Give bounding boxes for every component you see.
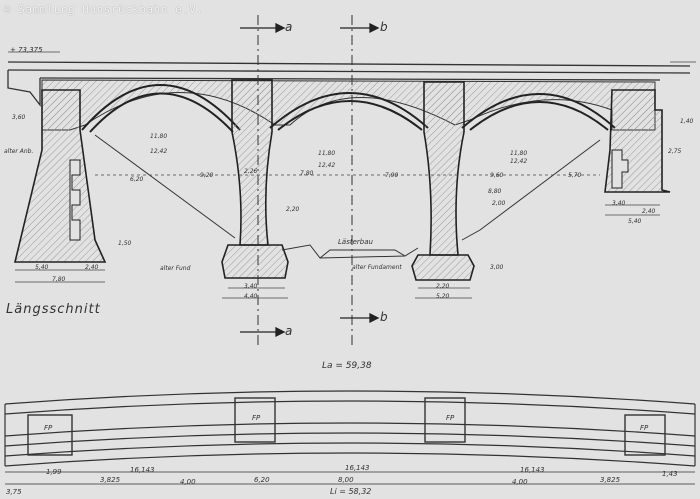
bridge-deck bbox=[7, 61, 691, 107]
dim-misc-4: 9,20 bbox=[200, 172, 214, 179]
dim-plan-3: 4,00 bbox=[180, 478, 196, 486]
dim-plan-8: 4,00 bbox=[512, 478, 528, 486]
dim-plan-9: 3,825 bbox=[600, 476, 621, 484]
dim-bottom-4: 3,40 bbox=[244, 283, 258, 290]
dim-bottom-1: 5,40 bbox=[35, 264, 49, 271]
alter-fund-label-1: alter Fund bbox=[160, 265, 191, 272]
dimension-lines bbox=[8, 51, 696, 299]
pier-2 bbox=[411, 81, 475, 281]
dim-misc-12: 8,80 bbox=[488, 188, 502, 195]
section-marker-a-top: a bbox=[285, 20, 293, 34]
ground-profile bbox=[94, 134, 601, 259]
dim-bottom-2: 2,40 bbox=[85, 264, 99, 271]
dim-misc-15: 7,80 bbox=[300, 170, 314, 177]
fp-label-4: FP bbox=[640, 424, 649, 432]
level-label: + 73,375 bbox=[10, 46, 43, 54]
spandrel-fill bbox=[41, 79, 656, 131]
dim-misc-2: 3,00 bbox=[490, 264, 504, 271]
la-label: La = 59,38 bbox=[322, 361, 372, 371]
section-marker-b-top: b bbox=[380, 20, 388, 34]
dim-misc-9: 2,00 bbox=[492, 200, 506, 207]
left-abutment bbox=[13, 89, 107, 263]
dim-plan-6: 8,00 bbox=[338, 476, 354, 484]
pier-1 bbox=[221, 79, 289, 279]
dim-span-1b: 12,42 bbox=[150, 148, 168, 155]
dim-plan-4: 6,20 bbox=[254, 476, 270, 484]
dim-misc-3: 1,50 bbox=[118, 240, 132, 247]
copyright-watermark: © Sammlung Hunsrückbahn e.V. bbox=[4, 3, 204, 16]
dim-misc-8: 1,40 bbox=[680, 118, 694, 125]
dim-span-2b: 12,42 bbox=[318, 162, 336, 169]
dim-plan-11: 3,75 bbox=[6, 488, 22, 496]
alter-fund-label-2: alter Fundament bbox=[352, 264, 402, 271]
dim-misc-10: 2,26 bbox=[244, 168, 258, 175]
dim-misc-13: 5,70 bbox=[568, 172, 582, 179]
dim-span-3b: 12,42 bbox=[510, 158, 528, 165]
dim-plan-1: 3,825 bbox=[100, 476, 121, 484]
dim-misc-6: 7,90 bbox=[385, 172, 399, 179]
dim-bottom-10: 2,40 bbox=[642, 208, 656, 215]
dim-bottom-3: 7,80 bbox=[52, 276, 66, 283]
dim-misc-1: 3,60 bbox=[12, 114, 26, 121]
dim-misc-11: 2,20 bbox=[286, 206, 300, 213]
dim-bottom-5: 4,40 bbox=[244, 293, 258, 300]
li-label: Li = 58,32 bbox=[330, 487, 372, 496]
right-abutment bbox=[604, 89, 671, 193]
fp-label-1: FP bbox=[44, 424, 53, 432]
dim-plan-10: 1,43 bbox=[662, 470, 678, 478]
laster-bau-label: Lästerbau bbox=[338, 238, 373, 246]
alter-anb-label: alter Anb. bbox=[4, 148, 34, 155]
dim-bottom-8: 5,40 bbox=[628, 218, 642, 225]
section-marker-b-bottom: b bbox=[380, 310, 388, 324]
fp-label-3: FP bbox=[446, 414, 455, 422]
section-lines bbox=[257, 15, 353, 345]
plan-view bbox=[4, 390, 696, 485]
drawing-title: Längsschnitt bbox=[6, 302, 101, 317]
dim-bottom-7: 5,20 bbox=[436, 293, 450, 300]
dim-misc-14: 6,20 bbox=[130, 176, 144, 183]
dim-plan-5: 16,143 bbox=[345, 464, 370, 472]
dim-misc-7: 2,75 bbox=[668, 148, 682, 155]
dim-span-3a: 11,80 bbox=[510, 150, 528, 157]
fp-label-2: FP bbox=[252, 414, 261, 422]
dim-misc-5: 9,60 bbox=[490, 172, 504, 179]
dim-span-1a: 11,80 bbox=[150, 133, 168, 140]
dim-bottom-6: 2,20 bbox=[436, 283, 450, 290]
dim-bottom-9: 3,40 bbox=[612, 200, 626, 207]
section-marker-a-bottom: a bbox=[285, 324, 293, 338]
dim-plan-12: 1,99 bbox=[46, 468, 62, 476]
section-arrows bbox=[240, 22, 380, 338]
dim-plan-2: 16,143 bbox=[130, 466, 155, 474]
arch-rings bbox=[81, 84, 616, 133]
dim-plan-7: 16,143 bbox=[520, 466, 545, 474]
dim-span-2a: 11,80 bbox=[318, 150, 336, 157]
